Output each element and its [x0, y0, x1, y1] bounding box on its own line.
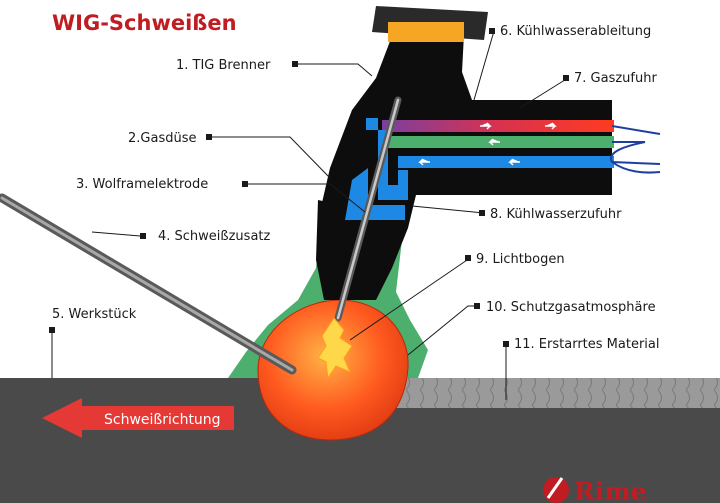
diagram-title: WIG-Schweißen: [52, 11, 237, 35]
label-solidified-material: 11. Erstarrtes Material: [514, 337, 659, 352]
cap-insert: [388, 22, 464, 42]
hot-coolant-channel: [382, 120, 614, 132]
label-gas-supply: 7. Gaszufuhr: [574, 71, 657, 86]
hoses: [611, 126, 660, 173]
cool-coolant-channel: [398, 156, 614, 168]
label-cooling-water-outlet: 6. Kühlwasserableitung: [500, 24, 651, 39]
label-tungsten-electrode: 3. Wolframelektrode: [76, 177, 208, 192]
label-arc: 9. Lichtbogen: [476, 252, 565, 267]
label-cooling-water-inlet: 8. Kühlwasserzufuhr: [490, 207, 622, 222]
rime-logo-icon: [543, 477, 569, 503]
brand-name: Rime: [574, 477, 647, 503]
brand-logo: Rime: [543, 477, 647, 503]
label-gas-nozzle: 2.Gasdüse: [128, 131, 196, 146]
label-shielding-gas: 10. Schutzgasatmosphäre: [486, 300, 656, 315]
label-tig-torch: 1. TIG Brenner: [176, 58, 271, 73]
welding-direction-label: Schweißrichtung: [104, 412, 221, 428]
label-filler-rod: 4. Schweißzusatz: [158, 229, 271, 244]
label-workpiece: 5. Werkstück: [52, 307, 137, 322]
